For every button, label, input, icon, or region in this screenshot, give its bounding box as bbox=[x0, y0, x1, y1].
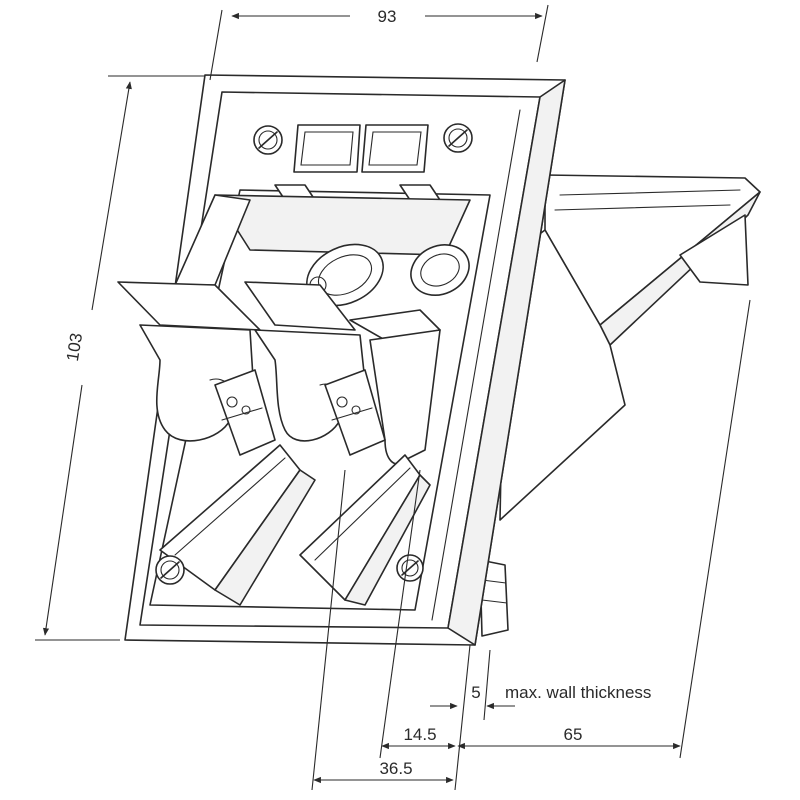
dimension-lines bbox=[35, 4, 751, 791]
dimension-labels: 93 103 5 max. wall thickness 14.5 65 36.… bbox=[63, 7, 651, 778]
screw-icon bbox=[443, 123, 473, 153]
data-port-left bbox=[293, 124, 361, 173]
dim-label-depth: 65 bbox=[564, 725, 583, 744]
dim-label-height: 103 bbox=[63, 332, 86, 363]
dim-label-width: 93 bbox=[378, 7, 397, 26]
screw-icon bbox=[155, 555, 185, 585]
interior-mechanism bbox=[117, 194, 471, 606]
cable-gland bbox=[410, 244, 470, 296]
dim-label-wall-min: 5 bbox=[471, 683, 480, 702]
dim-label-offset-front: 14.5 bbox=[403, 725, 436, 744]
screw-icon bbox=[396, 554, 424, 582]
dim-label-offset-total: 36.5 bbox=[379, 759, 412, 778]
data-port-right bbox=[361, 124, 429, 173]
top-panel bbox=[253, 123, 473, 216]
screw-icon bbox=[253, 125, 283, 155]
cable-channel-right bbox=[299, 454, 431, 606]
dim-label-wall-text: max. wall thickness bbox=[505, 683, 651, 702]
keystone-connector-right bbox=[324, 369, 386, 456]
keystone-connector-left bbox=[214, 369, 276, 456]
hinged-lid-right bbox=[349, 309, 441, 465]
cable-channel-left bbox=[159, 444, 316, 606]
rear-housing bbox=[479, 174, 761, 637]
